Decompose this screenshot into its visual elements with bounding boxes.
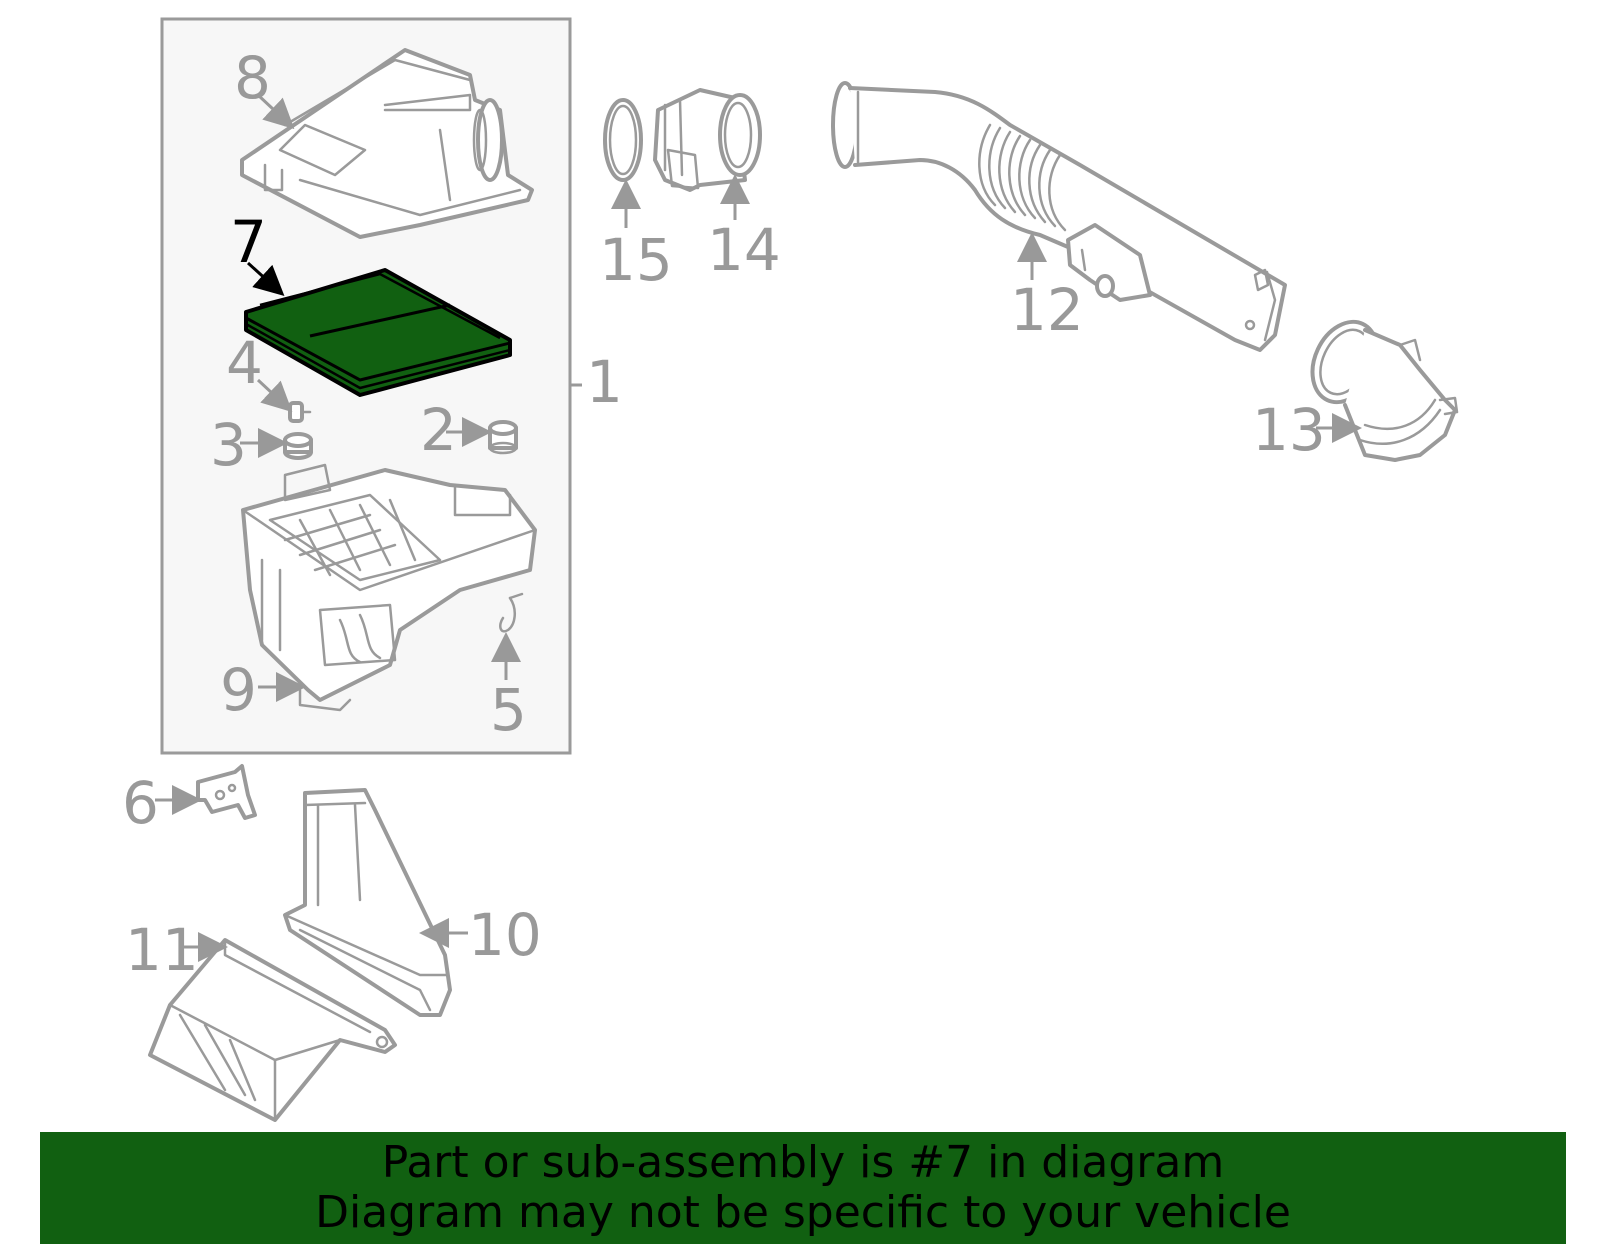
part-13-intake-elbow[interactable] xyxy=(1300,311,1459,462)
part-9-lower-housing[interactable] xyxy=(241,463,537,712)
callout-10: 10 xyxy=(468,901,542,969)
callout-12: 12 xyxy=(1010,276,1084,344)
callout-15: 15 xyxy=(599,226,673,294)
callout-8: 8 xyxy=(234,44,271,112)
callout-3: 3 xyxy=(210,411,247,479)
leader-7 xyxy=(246,261,285,297)
callout-11: 11 xyxy=(125,916,199,984)
callout-13: 13 xyxy=(1252,396,1326,464)
callout-1: 1 xyxy=(586,348,623,416)
part-12-intake-tube[interactable] xyxy=(831,81,1287,352)
banner-line-disclaimer: Diagram may not be specific to your vehi… xyxy=(315,1187,1291,1238)
callout-5: 5 xyxy=(490,676,527,744)
callout-14: 14 xyxy=(707,216,781,284)
leader-8 xyxy=(256,93,295,130)
part-3-grommet[interactable] xyxy=(283,432,313,460)
part-2-grommet[interactable] xyxy=(488,420,518,455)
part-10-intake-duct[interactable] xyxy=(283,788,452,1017)
callout-7: 7 xyxy=(230,208,267,276)
part-8-upper-cover[interactable] xyxy=(240,48,534,239)
leader-4 xyxy=(256,378,293,413)
callout-9: 9 xyxy=(220,656,257,724)
callout-6: 6 xyxy=(122,769,159,837)
part-15-o-ring[interactable] xyxy=(603,98,643,182)
callout-2: 2 xyxy=(420,396,457,464)
callout-4: 4 xyxy=(226,329,263,397)
part-6-bracket[interactable] xyxy=(196,764,257,820)
part-14-maf-sensor[interactable] xyxy=(653,88,762,192)
part-5-clip[interactable] xyxy=(499,592,524,633)
part-7-air-filter[interactable] xyxy=(244,268,512,397)
banner-line-part: Part or sub-assembly is #7 in diagram xyxy=(381,1137,1225,1188)
info-banner: Part or sub-assembly is #7 in diagram Di… xyxy=(40,1132,1566,1244)
